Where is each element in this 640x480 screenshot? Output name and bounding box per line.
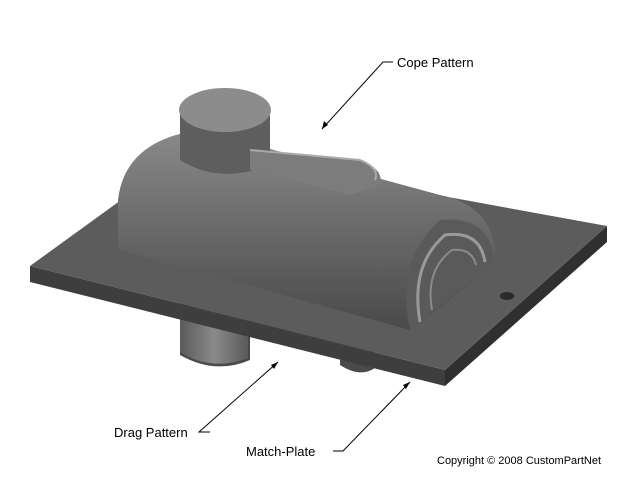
cope-pattern [118,88,495,330]
copyright-text: Copyright © 2008 CustomPartNet [437,455,602,467]
match-plate-leader [333,381,411,452]
cope-leader [321,61,393,130]
drag-leader [197,361,279,433]
plate-hole [500,292,514,300]
leader-lines [197,61,411,452]
drag-pattern-label: Drag Pattern [114,425,188,440]
cope-pattern-label: Cope Pattern [397,55,474,70]
match-plate-label: Match-Plate [246,444,316,459]
